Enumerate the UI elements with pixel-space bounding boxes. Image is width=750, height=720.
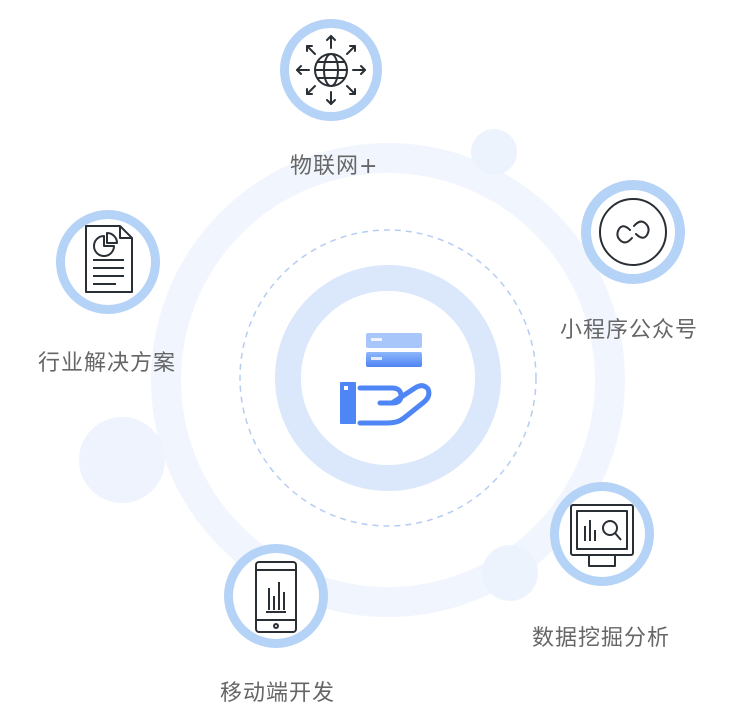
node-data-mining[interactable]: [550, 482, 654, 586]
decor-bubble: [79, 417, 165, 503]
center-ring: [275, 265, 501, 491]
document-chart-icon: [85, 225, 133, 293]
decor-bubble: [482, 545, 538, 601]
outer-ring: [151, 143, 625, 617]
node-label-data-mining: 数据挖掘分析: [532, 626, 671, 651]
node-label-industry-solution: 行业解决方案: [38, 351, 177, 376]
phone-chart-icon: [255, 561, 297, 633]
dashed-ring: [239, 229, 537, 527]
server-hand-icon: [340, 333, 432, 426]
node-iot[interactable]: [280, 19, 382, 121]
node-industry-solution[interactable]: [56, 210, 160, 314]
globe-arrows-icon: [296, 35, 366, 105]
center-disc: [301, 291, 475, 465]
monitor-chart-icon: [570, 504, 634, 567]
node-label-mini-program: 小程序公众号: [560, 318, 699, 343]
link-icon: [599, 198, 667, 266]
node-mini-program[interactable]: [581, 180, 685, 284]
node-label-iot: 物联网+: [290, 154, 379, 179]
decor-bubble: [471, 129, 517, 175]
node-mobile-dev[interactable]: [224, 544, 328, 648]
node-label-mobile-dev: 移动端开发: [220, 681, 336, 706]
